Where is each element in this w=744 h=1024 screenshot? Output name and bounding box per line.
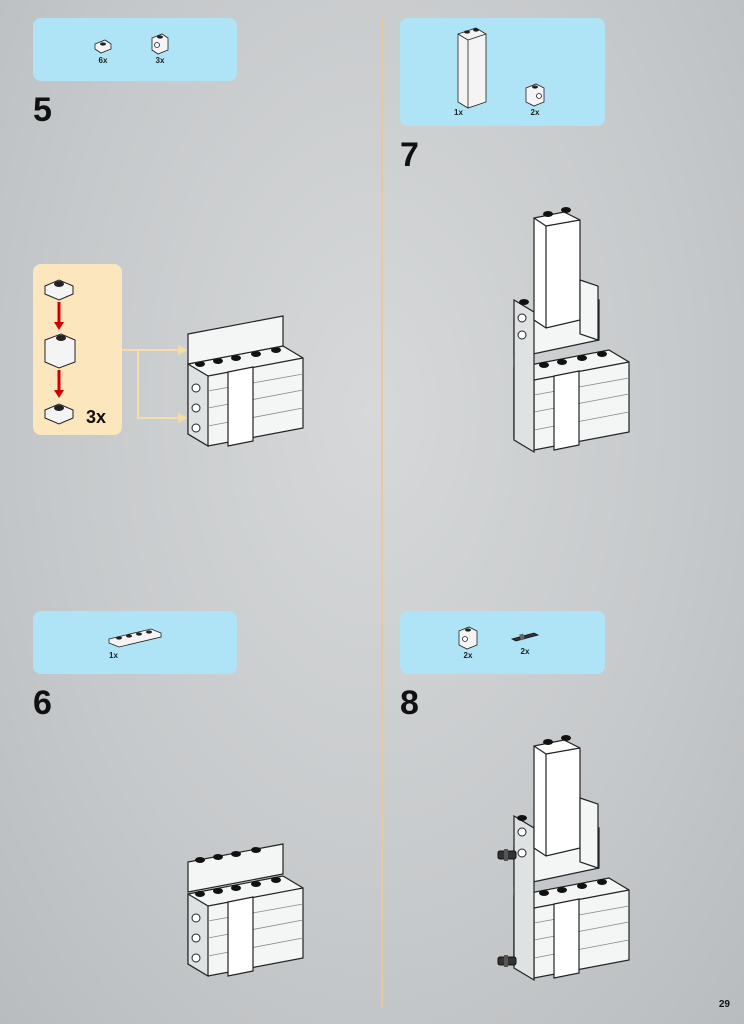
plate-icon <box>108 628 162 648</box>
parts-box-step-5: 6x 3x <box>33 18 237 81</box>
step-7-model <box>513 207 630 454</box>
part-plate-1x1: 6x <box>91 38 115 65</box>
step-number: 6 <box>33 684 52 722</box>
part-qty: 1x <box>109 651 118 660</box>
brick-icon <box>458 626 478 650</box>
parts-box-step-7: 1x 2x <box>400 18 605 126</box>
page-divider <box>381 18 383 1008</box>
subassembly-callout: 3x <box>33 264 122 435</box>
brick-icon <box>525 83 545 107</box>
parts-box-step-8: 2x 2x <box>400 611 605 674</box>
plate-icon <box>94 39 112 54</box>
part-brick-1x1-hole: 2x <box>456 625 480 660</box>
tall-brick-icon <box>457 27 487 109</box>
technic-pin-upper <box>497 849 517 861</box>
callout-arrows <box>122 345 188 423</box>
part-plate-1x4: 1x <box>107 627 163 660</box>
part-brick-1x1-hole: 2x <box>522 82 548 117</box>
step-5-model <box>187 315 304 447</box>
part-technic-pin: 2x <box>510 631 540 656</box>
part-qty: 6x <box>98 56 108 65</box>
step-number: 7 <box>400 136 419 174</box>
part-qty: 2x <box>520 647 530 656</box>
part-qty: 2x <box>463 651 473 660</box>
step-number: 8 <box>400 684 419 722</box>
step-number: 5 <box>33 91 52 129</box>
step-6-model <box>187 843 304 977</box>
part-brick-1x1-hole: 3x <box>148 32 172 65</box>
step-8-model <box>497 735 630 982</box>
callout-multiplier: 3x <box>86 407 107 427</box>
technic-pin-lower <box>497 955 517 967</box>
parts-box-step-6: 1x <box>33 611 237 674</box>
page-number: 29 <box>718 999 730 1010</box>
part-qty: 1x <box>454 108 463 117</box>
pin-icon <box>510 632 540 642</box>
brick-icon <box>151 33 169 55</box>
part-qty: 2x <box>530 108 540 117</box>
subassembly-diagram <box>44 279 76 425</box>
part-qty: 3x <box>155 56 165 65</box>
part-brick-1x2x5: 1x <box>452 24 492 117</box>
